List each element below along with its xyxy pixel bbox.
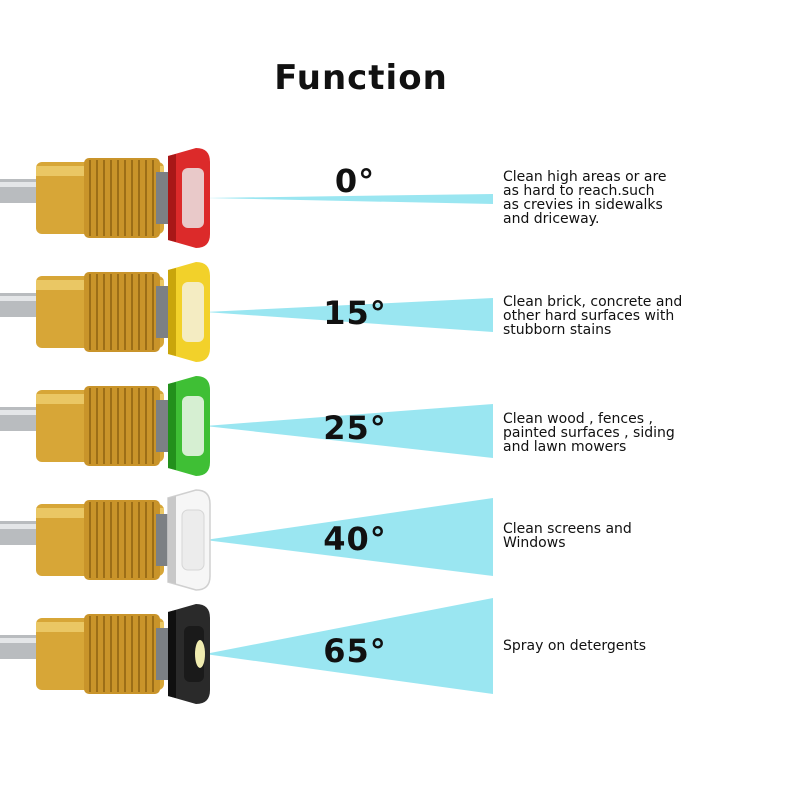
spray-angle-label: 25° (323, 409, 387, 447)
nozzle-description: Clean wood , fences , painted surfaces ,… (503, 411, 675, 455)
spray-fan (205, 498, 493, 576)
spray-angle-label: 15° (323, 294, 387, 332)
spray-fan (205, 598, 493, 694)
spray-fan (205, 404, 493, 458)
nozzle-row-25deg: 25° Clean wood , fences , painted surfac… (0, 370, 800, 482)
nozzle-row-65deg: 65° Spray on detergents (0, 598, 800, 710)
spray-angle-label: 65° (323, 632, 387, 670)
spray-fan (205, 194, 493, 204)
nozzle-description: Clean brick, concrete and other hard sur… (503, 294, 683, 338)
page-title: Function (274, 58, 448, 98)
nozzle-illustration (0, 489, 493, 591)
nozzle-description: Clean high areas or are as hard to reach… (503, 169, 667, 227)
spray-angle-label: 0° (334, 162, 376, 200)
nozzle-description: Clean screens and Windows (503, 521, 632, 551)
nozzle-illustration (0, 148, 493, 248)
nozzle-illustration (0, 262, 493, 362)
nozzle-illustration (0, 376, 493, 476)
spray-fan (205, 298, 493, 332)
nozzle-row-40deg: 40° Clean screens and Windows (0, 484, 800, 596)
nozzle-row-0deg: 0° Clean high areas or are as hard to re… (0, 142, 800, 254)
nozzle-illustration (0, 598, 493, 704)
nozzle-row-15deg: 15° Clean brick, concrete and other hard… (0, 256, 800, 368)
spray-angle-label: 40° (323, 520, 387, 558)
nozzle-description: Spray on detergents (503, 638, 647, 654)
